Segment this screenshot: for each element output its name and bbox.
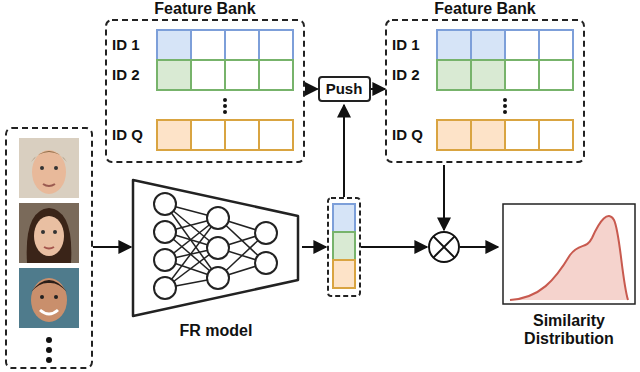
wire [443, 165, 445, 230]
network-shape [130, 176, 302, 318]
row-label: ID Q [392, 126, 423, 143]
wire [343, 105, 345, 197]
wire [361, 246, 427, 248]
connector-arrow [305, 88, 318, 90]
wire [93, 246, 131, 248]
row-label-holder: ID 1 [392, 36, 420, 54]
row-label-holder: ID Q [392, 126, 423, 144]
row-label-holder: ID 2 [392, 66, 420, 84]
feature-vector [328, 198, 360, 296]
face-image [19, 138, 79, 198]
connector-arrow [371, 88, 386, 90]
row-label-holder: ID 1 [112, 36, 140, 54]
heading-label: Similarity Distribution [500, 312, 638, 348]
row-label-holder: ID 2 [112, 66, 140, 84]
multiply-symbol [429, 232, 459, 262]
heading-label: FR model [130, 322, 302, 340]
ellipsis-dots [46, 337, 52, 363]
row-label: ID 2 [112, 66, 140, 83]
row-label: ID 1 [392, 36, 420, 53]
network-model: FR model [130, 176, 302, 348]
row-label: ID 1 [112, 36, 140, 53]
input-box [6, 128, 92, 368]
wire [460, 246, 498, 248]
distribution-chart: Similarity Distribution [500, 200, 638, 368]
row-label-holder: ID Q [112, 126, 143, 144]
row-label: ID 2 [392, 66, 420, 83]
distribution-plot [500, 200, 638, 308]
heading-label: Feature Bank [385, 0, 585, 18]
face-image [19, 268, 79, 328]
face-image [19, 203, 79, 263]
row-label: ID Q [112, 126, 143, 143]
process-box: Push [318, 76, 371, 102]
heading-label: Feature Bank [105, 0, 305, 18]
wire [302, 246, 326, 248]
box-label: Push [326, 80, 363, 98]
